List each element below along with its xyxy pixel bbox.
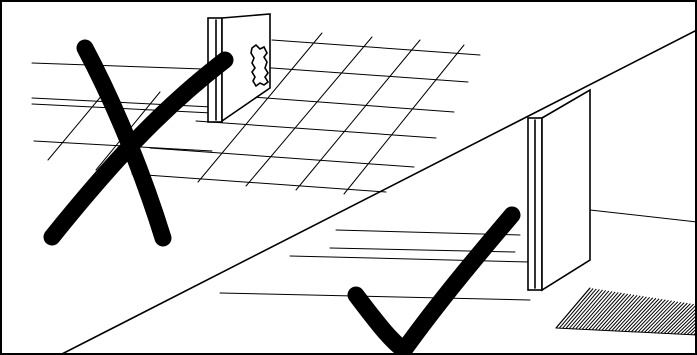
hatch-line: [627, 298, 660, 332]
wall-board-correct: [527, 88, 591, 292]
hatch-line: [631, 298, 663, 333]
hatch-line: [585, 292, 619, 330]
hatch-line: [565, 289, 600, 329]
correct-panel: [219, 88, 697, 355]
hatch-line: [581, 291, 616, 330]
panel-divider-line: [59, 29, 697, 355]
hatch-line: [680, 317, 697, 335]
hatch-line: [562, 288, 597, 329]
hatch-line: [614, 296, 647, 332]
hatch-line: [558, 288, 594, 329]
hatch-line: [621, 297, 654, 332]
edge-band-hatching: [555, 287, 697, 336]
hatch-line: [676, 314, 697, 335]
hatch-line: [598, 294, 632, 331]
hatch-line: [657, 302, 688, 334]
hatch-line: [575, 290, 610, 330]
hatch-line: [588, 292, 622, 330]
hatch-line: [654, 302, 685, 334]
hatch-line: [660, 303, 691, 334]
hatch-line: [634, 299, 666, 333]
hatch-line: [624, 297, 657, 332]
check-mark-icon: [347, 206, 521, 355]
hatch-line: [690, 327, 697, 336]
hatch-line: [640, 300, 672, 333]
hatch-line: [555, 287, 591, 329]
hatch-line: [611, 295, 644, 332]
hatch-line: [604, 294, 638, 331]
hatch-line: [568, 289, 603, 329]
hatch-line: [644, 300, 676, 333]
hatch-line: [673, 310, 697, 335]
hatch-line: [601, 294, 635, 331]
hatch-line: [670, 307, 697, 335]
cross-mark-icon: [43, 39, 234, 247]
hatch-line: [608, 295, 641, 331]
hatch-line: [663, 303, 694, 334]
hatch-line: [578, 291, 613, 330]
expansion-gap-icon: [250, 43, 270, 88]
hatch-line: [650, 301, 682, 334]
hatch-line: [594, 293, 629, 331]
hatch-line: [683, 321, 697, 335]
hatch-line: [572, 290, 607, 330]
incorrect-panel: [31, 13, 481, 247]
hatch-line: [637, 299, 669, 333]
hatch-line: [617, 296, 651, 332]
hatch-line: [647, 301, 679, 333]
hatch-line: [686, 324, 697, 335]
hatch-line: [667, 304, 697, 334]
floor-grid: [47, 32, 481, 195]
hatch-line: [591, 293, 625, 331]
